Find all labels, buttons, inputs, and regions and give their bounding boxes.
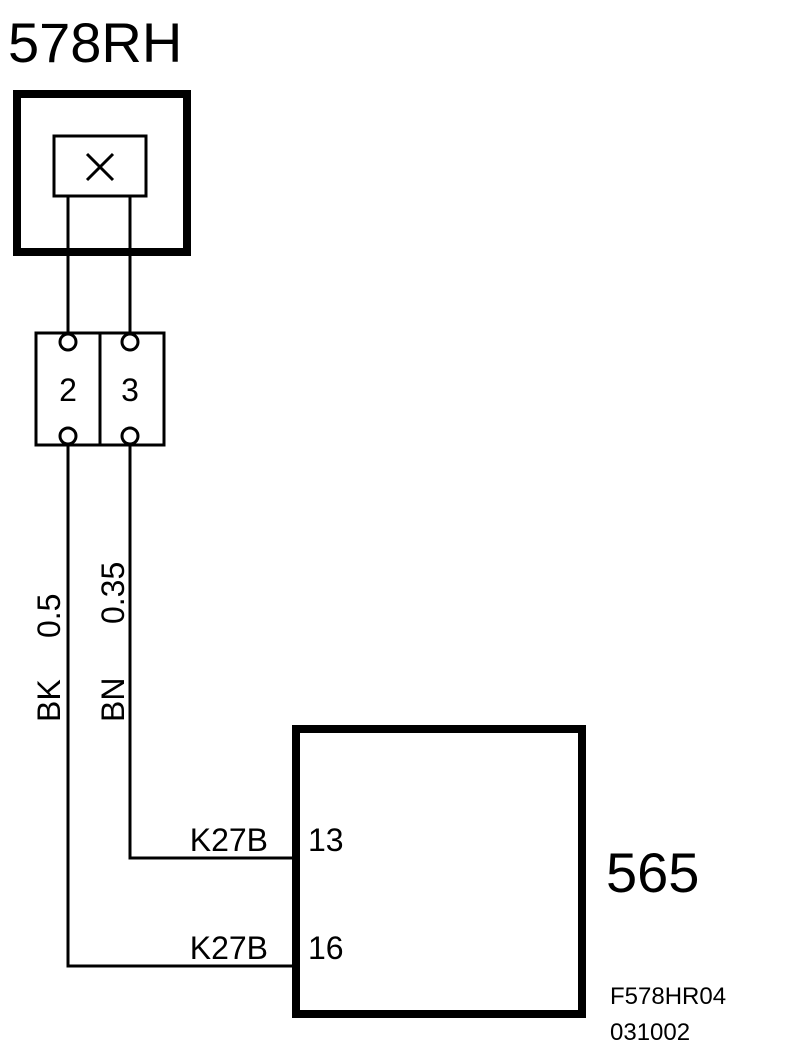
terminal-upper-pin-label: 13 — [308, 822, 344, 858]
terminal-upper-circuit-label: K27B — [190, 822, 268, 858]
connector-pin-3-bottom-contact — [120, 426, 140, 446]
lamp-symbol-box — [52, 134, 148, 198]
terminal-lower-circuit-label: K27B — [190, 930, 268, 966]
wire-bn-color-label: BN — [95, 678, 131, 722]
component-565-box — [292, 725, 586, 1018]
wire-bn-to-pin13 — [128, 444, 295, 860]
component-578rh-label: 578RH — [8, 11, 182, 74]
connector-pin-2-bottom-contact — [58, 426, 78, 446]
wire-bk-to-pin16 — [66, 444, 295, 968]
drawing-date: 031002 — [610, 1019, 690, 1046]
component-578rh-box — [13, 90, 191, 256]
wire-bk-color-label: BK — [31, 679, 67, 722]
terminal-lower-pin-label: 16 — [308, 930, 344, 966]
wire-bk-size-label: 0.5 — [31, 594, 67, 638]
connector-pin-3-top-contact — [120, 332, 140, 352]
connector-block — [34, 331, 166, 447]
wire-bn-size-label: 0.35 — [95, 562, 131, 624]
connector-pin-2-label: 2 — [59, 372, 77, 408]
lamp-cross-icon — [85, 152, 115, 182]
component-565-label: 565 — [606, 841, 699, 904]
drawing-code: F578HR04 — [610, 983, 726, 1010]
connector-pin-2-top-contact — [58, 332, 78, 352]
connector-pin-3-label: 3 — [121, 372, 139, 408]
